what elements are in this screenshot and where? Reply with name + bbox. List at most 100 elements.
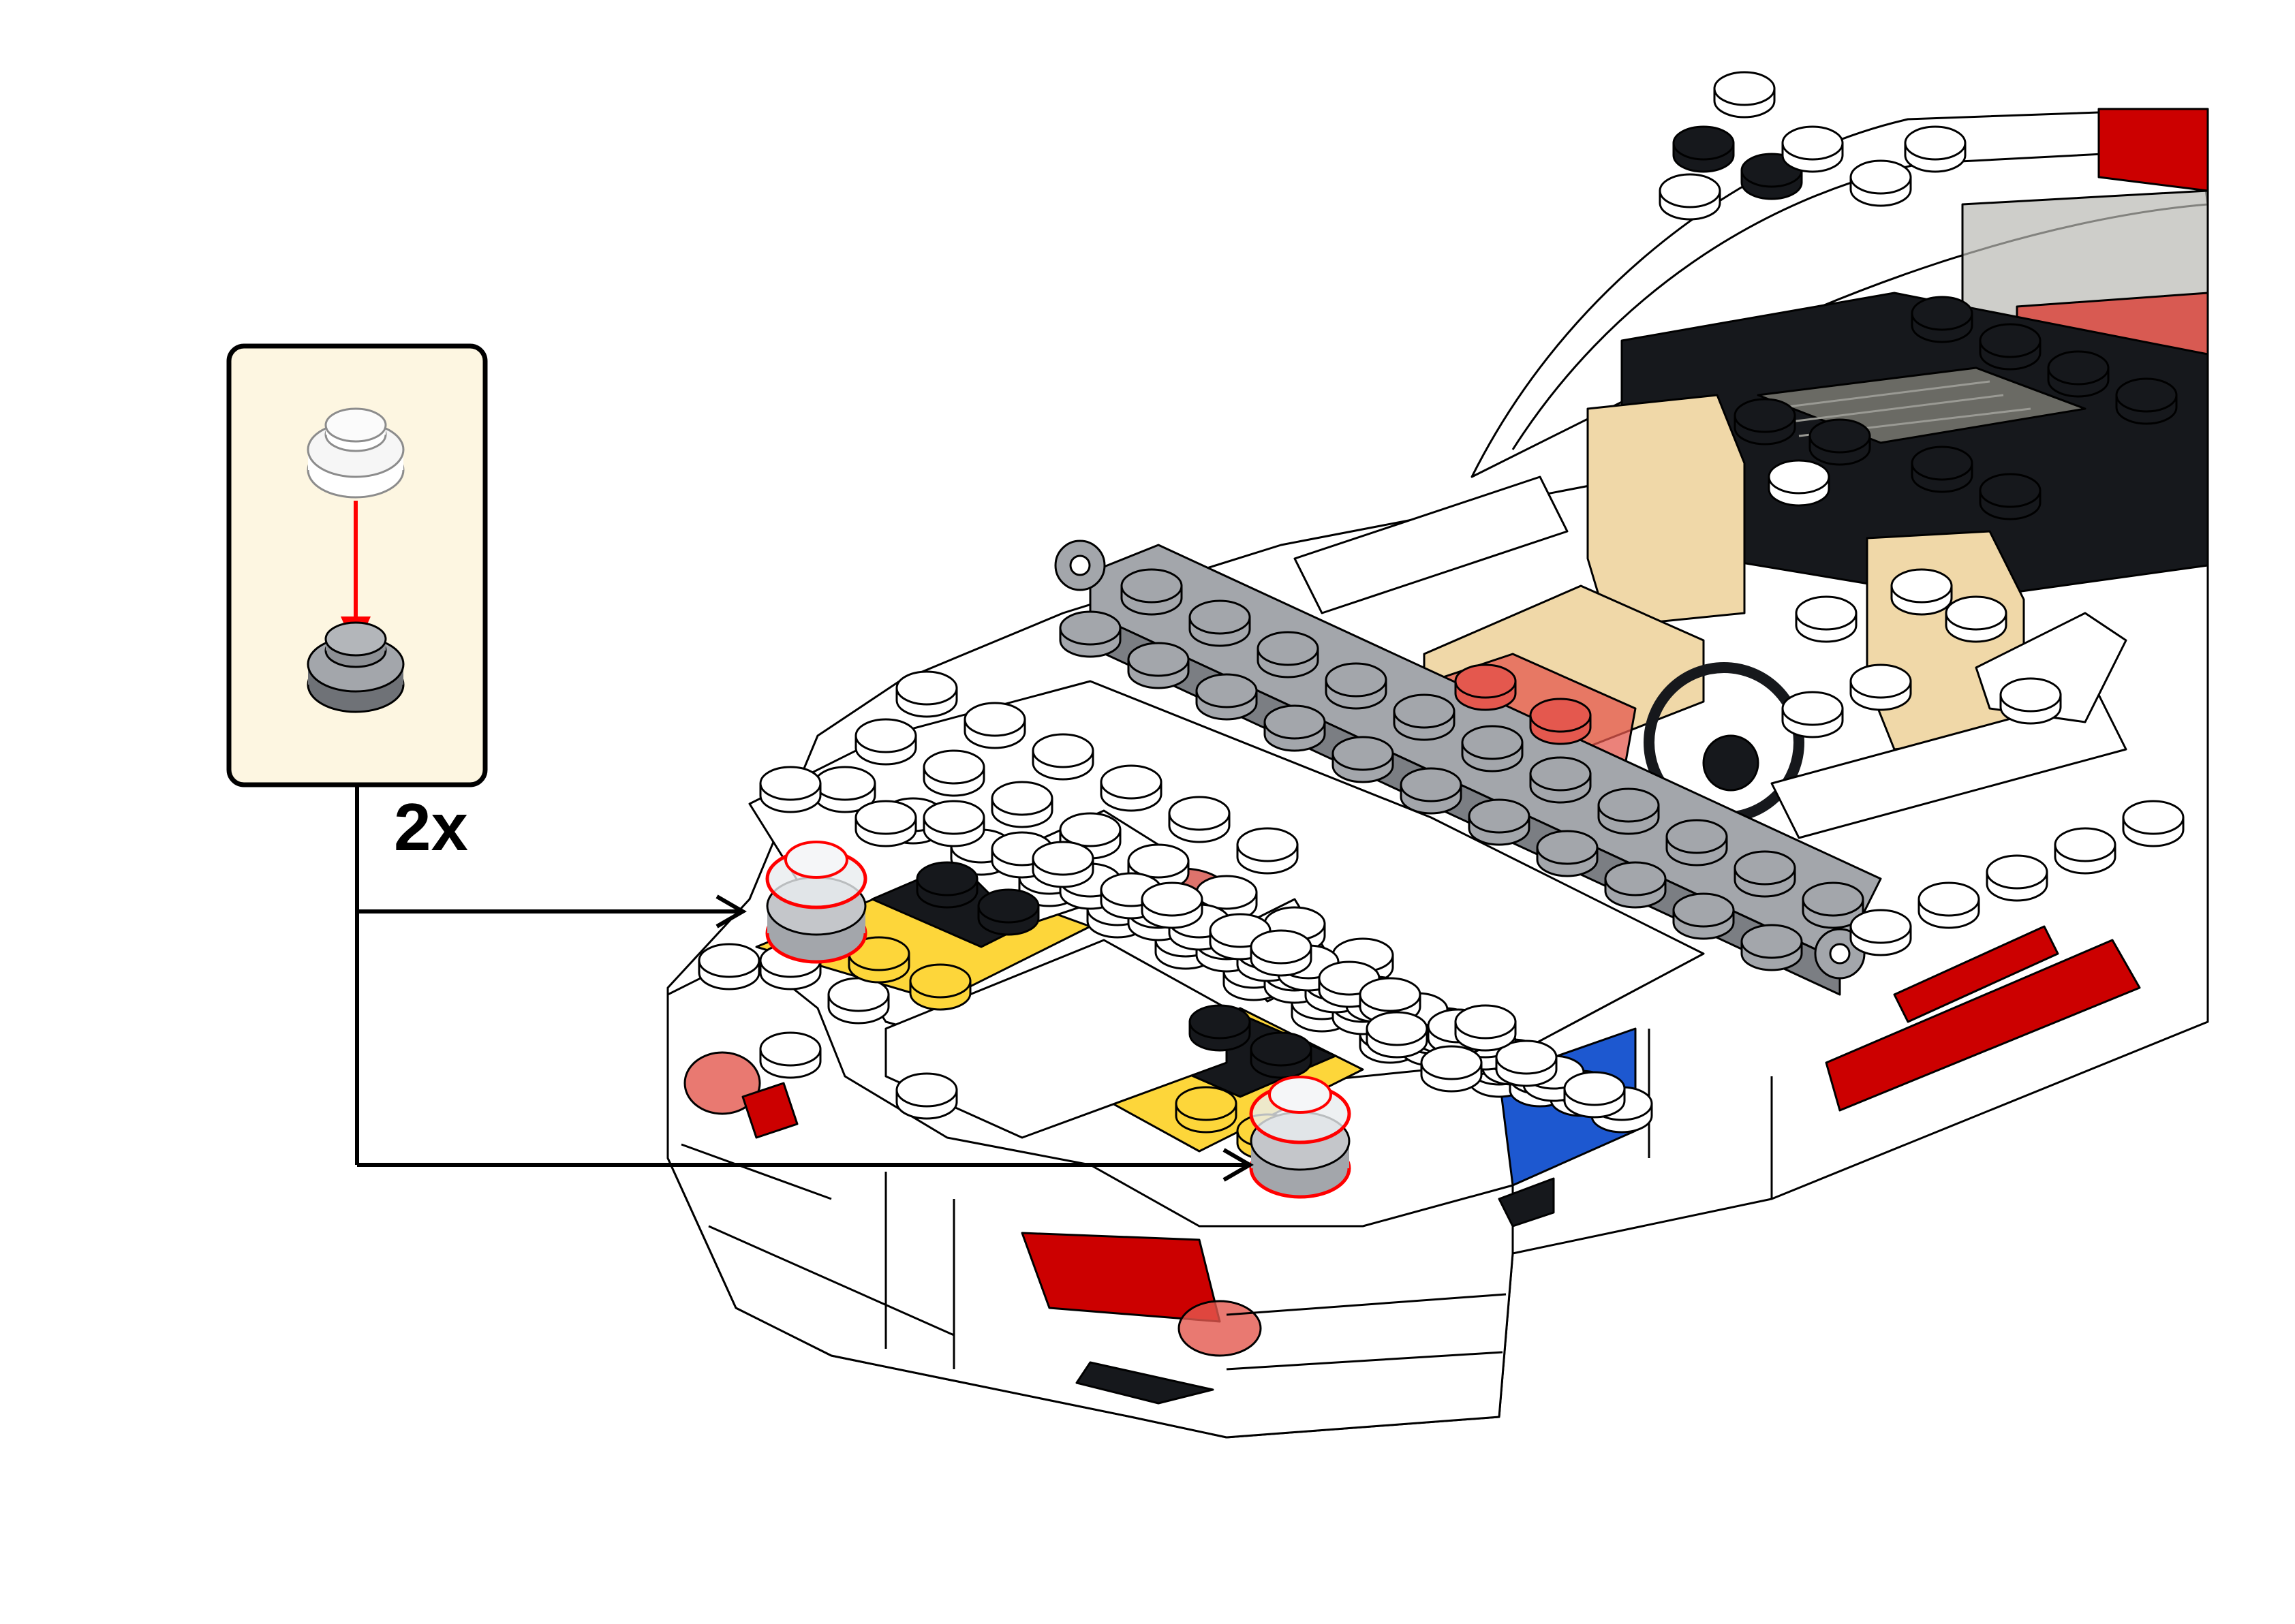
car-white-slope-center — [884, 939, 1228, 1139]
model-stud — [1529, 698, 1592, 745]
model-stud — [1911, 446, 1973, 493]
model-stud — [1529, 756, 1592, 804]
model-stud — [1768, 459, 1830, 507]
model-stud — [1454, 1004, 1517, 1052]
car-side-red-panel — [1825, 939, 2141, 1112]
model-stud — [916, 861, 979, 909]
model-stud — [1263, 704, 1326, 752]
car-seat-right — [1866, 530, 2025, 751]
model-stud — [1597, 787, 1660, 835]
model-stud — [1986, 854, 2048, 902]
leader-arrowhead-left-icon — [715, 894, 747, 928]
model-stud — [698, 943, 760, 990]
callout-part-transparent-plate — [307, 407, 405, 499]
model-stud — [1495, 1040, 1558, 1087]
model-stud — [964, 702, 1026, 749]
model-stud — [923, 749, 985, 797]
model-stud — [1250, 929, 1312, 977]
model-stud — [1195, 673, 1258, 721]
placed-part-left-trans-stud — [784, 841, 848, 879]
car-black-side-bottom — [1498, 1177, 1555, 1228]
model-stud — [1672, 125, 1735, 173]
model-stud — [854, 718, 917, 766]
model-stud — [2122, 800, 2185, 847]
model-stud — [1168, 796, 1231, 843]
model-stud — [1059, 610, 1122, 658]
model-stud — [1175, 1086, 1237, 1134]
model-stud — [2054, 827, 2116, 875]
car-white-arm-left — [1293, 475, 1569, 614]
model-stud — [1420, 1045, 1483, 1093]
model-stud — [1325, 662, 1387, 710]
model-stud — [1032, 733, 1094, 781]
placed-part-right — [1249, 1076, 1351, 1199]
model-stud — [1911, 296, 1973, 343]
car-red-tile-left — [741, 1082, 799, 1139]
car-red-grille — [1021, 1232, 1221, 1323]
model-stud — [1659, 173, 1721, 221]
model-stud — [1188, 599, 1251, 647]
model-stud — [1945, 595, 2007, 643]
model-stud — [1536, 830, 1599, 877]
model-stud — [1188, 1004, 1251, 1052]
model-stud — [1127, 642, 1190, 689]
placed-part-right-trans-stud — [1268, 1076, 1332, 1114]
model-stud — [854, 800, 917, 847]
model-stud — [895, 670, 958, 718]
model-stud — [1849, 909, 1912, 956]
model-stud — [895, 1072, 958, 1120]
car-white-arm-right — [1770, 693, 2127, 839]
car-black-bottom — [1075, 1361, 1214, 1405]
axle-hub-front-inner — [1829, 943, 1851, 965]
placed-part-left — [765, 841, 867, 964]
steering-wheel-hub — [1702, 734, 1759, 792]
car-front-light-left — [683, 1051, 761, 1115]
callout-part-gray-plate — [307, 621, 405, 713]
model-stud — [1257, 631, 1319, 678]
model-stud — [1400, 767, 1462, 815]
model-stud — [814, 766, 876, 813]
lego-car-model — [666, 71, 2209, 1439]
model-stud — [1468, 798, 1530, 846]
parts-callout: 2x — [226, 343, 488, 864]
model-studs — [698, 71, 2185, 1161]
model-stud — [1734, 398, 1796, 446]
model-stud — [2047, 350, 2110, 398]
model-stud — [1979, 473, 2042, 520]
model-stud — [909, 963, 972, 1011]
model-stud — [1890, 568, 1953, 616]
model-stud — [2115, 377, 2178, 425]
model-stud — [759, 766, 822, 813]
leader-arrowhead-right-icon — [1222, 1148, 1254, 1182]
model-stud — [1393, 693, 1455, 741]
model-stud — [1059, 812, 1122, 860]
model-stud — [1808, 418, 1871, 466]
model-stud — [1236, 827, 1299, 875]
model-stud — [1740, 924, 1803, 971]
model-stud — [1366, 1011, 1428, 1059]
model-stud — [1665, 819, 1728, 866]
axle-hub-rear-inner — [1069, 555, 1091, 576]
model-stud — [991, 781, 1053, 828]
model-stud — [1032, 841, 1094, 888]
placement-leader-lines — [355, 785, 1254, 1182]
model-stud — [1849, 663, 1912, 711]
quantity-label: 2x — [394, 790, 468, 864]
model-stud — [1331, 736, 1394, 783]
model-stud — [759, 1031, 822, 1079]
car-front-light-right — [1177, 1300, 1262, 1357]
car-bumper-lines — [681, 1029, 1773, 1371]
car-rear-red-block — [2097, 108, 2209, 192]
model-stud — [1672, 892, 1735, 940]
model-stud — [1120, 568, 1183, 616]
model-stud — [1604, 861, 1667, 909]
model-stud — [1563, 1071, 1626, 1119]
model-stud — [1781, 125, 1844, 173]
model-stud — [848, 936, 910, 984]
model-stud — [977, 888, 1040, 936]
model-stud — [1979, 323, 2042, 371]
model-stud — [1795, 595, 1858, 643]
model-stud — [1734, 850, 1796, 898]
